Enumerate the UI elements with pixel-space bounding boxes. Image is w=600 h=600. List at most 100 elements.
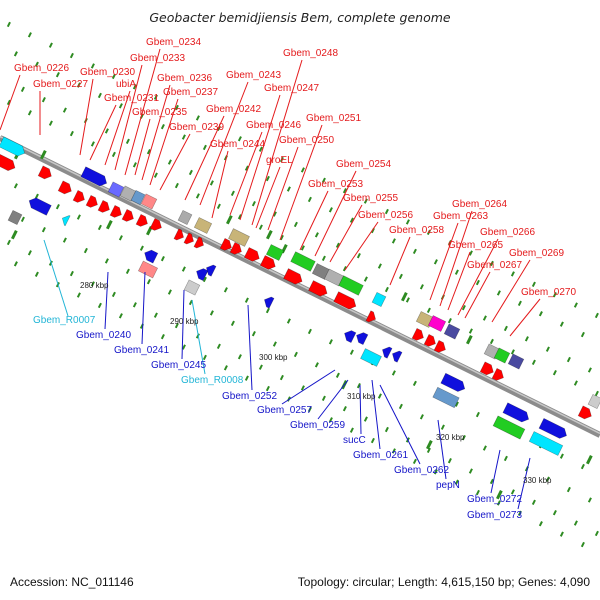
forward-gene — [173, 228, 184, 241]
tick-mark — [237, 214, 242, 220]
tick-mark — [496, 290, 501, 296]
forward-gene-label: Gbem_0234 — [146, 37, 201, 48]
forward-gene-label: Gbem_0269 — [509, 248, 564, 259]
forward-gene-label: Gbem_0226 — [14, 63, 69, 74]
tick-mark — [20, 86, 25, 93]
forward-gene-label: Gbem_0235 — [132, 107, 187, 118]
tick-mark — [27, 110, 32, 116]
tick-mark — [531, 359, 536, 365]
topology-label: Topology: circular; Length: 4,615,150 bp… — [297, 575, 590, 589]
tick-mark — [594, 530, 599, 537]
tick-mark — [349, 217, 354, 223]
forward-gene — [121, 208, 134, 222]
tick-mark — [314, 232, 319, 238]
reverse-gene-label: Gbem_0241 — [114, 345, 169, 356]
leader-line — [299, 190, 329, 251]
accession-label: Accession: NC_011146 — [10, 575, 134, 589]
forward-gene — [443, 323, 461, 340]
leader-line — [104, 271, 109, 330]
tick-mark — [216, 203, 221, 210]
tick-mark — [146, 279, 151, 285]
tick-mark — [573, 380, 578, 386]
leader-line — [359, 384, 362, 435]
tick-mark — [587, 497, 592, 503]
major-tick — [106, 220, 113, 230]
tick-mark — [132, 302, 137, 308]
tick-mark — [62, 237, 67, 243]
tick-mark — [545, 346, 550, 352]
forward-gene — [183, 279, 201, 296]
tick-mark — [160, 255, 165, 262]
tick-mark — [342, 188, 347, 194]
tick-mark — [566, 486, 571, 493]
tick-mark — [349, 349, 354, 355]
forward-gene — [427, 315, 447, 332]
reverse-gene — [28, 197, 52, 216]
forward-gene — [311, 263, 331, 280]
reverse-gene-label: Gbem_0252 — [222, 391, 277, 402]
forward-gene-label: Gbem_0227 — [33, 79, 88, 90]
tick-mark — [377, 393, 382, 399]
tick-mark — [34, 271, 39, 277]
tick-mark — [202, 276, 207, 283]
tick-mark — [69, 52, 74, 59]
leader-line — [229, 131, 263, 216]
tick-mark — [13, 261, 18, 267]
tick-mark — [454, 401, 459, 407]
tick-mark — [153, 172, 158, 178]
tick-mark — [531, 499, 536, 505]
tick-mark — [111, 73, 116, 80]
tick-mark — [279, 374, 284, 381]
tick-mark — [335, 372, 340, 378]
tick-mark — [258, 364, 263, 370]
reverse-gene-label: Gbem_R0007 — [33, 315, 96, 326]
forward-gene — [502, 402, 530, 423]
major-tick — [586, 454, 593, 465]
tick-mark — [496, 500, 501, 506]
tick-mark — [181, 134, 186, 140]
tick-mark — [538, 521, 543, 527]
tick-mark — [174, 322, 179, 329]
leader-line — [89, 104, 117, 161]
kbp-tick-label: 280 kbp — [80, 281, 109, 290]
major-tick — [466, 334, 473, 345]
reverse-gene — [264, 296, 275, 309]
forward-gene-label: Gbem_0267 — [467, 260, 522, 271]
tick-mark — [90, 141, 95, 147]
leader-line — [371, 379, 381, 450]
tick-mark — [482, 315, 487, 321]
tick-mark — [132, 162, 137, 168]
tick-mark — [174, 182, 179, 189]
tick-mark — [27, 32, 32, 38]
forward-gene — [528, 431, 564, 456]
forward-gene-label: Gbem_0237 — [163, 87, 218, 98]
forward-gene — [0, 136, 26, 157]
forward-gene — [290, 251, 316, 272]
genome-backbone — [0, 135, 600, 438]
tick-mark — [244, 165, 249, 171]
forward-gene — [432, 386, 460, 409]
forward-gene — [283, 268, 303, 285]
tick-mark — [454, 479, 459, 485]
leader-line — [437, 419, 447, 480]
tick-mark — [160, 123, 165, 130]
tick-mark — [202, 144, 207, 151]
tick-mark — [454, 269, 459, 275]
tick-mark — [153, 312, 158, 318]
reverse-gene-label: Gbem_0272 — [467, 494, 522, 505]
forward-gene — [265, 244, 285, 261]
major-tick — [226, 215, 233, 225]
leader-line — [159, 133, 191, 191]
tick-mark — [426, 307, 431, 313]
tick-mark — [237, 136, 242, 142]
forward-gene — [7, 209, 23, 226]
tick-mark — [594, 312, 599, 319]
tick-mark — [468, 250, 473, 256]
tick-mark — [251, 200, 256, 207]
tick-mark — [384, 286, 389, 293]
tick-mark — [377, 263, 382, 269]
tick-mark — [20, 216, 25, 223]
tick-mark — [104, 258, 109, 264]
kbp-tick-label: 330 kbp — [523, 476, 552, 485]
